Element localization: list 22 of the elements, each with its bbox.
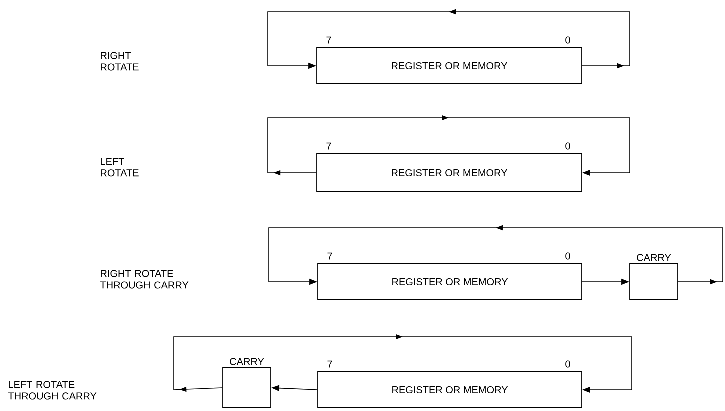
node-label: CARRY	[230, 358, 264, 366]
bit-number: 7	[326, 142, 332, 150]
bit-number: 0	[566, 360, 570, 368]
bit-number: 0	[566, 142, 570, 150]
operation-label: RIGHT ROTATE THROUGH CARRY	[100, 270, 189, 289]
operation-label: LEFT ROTATE	[101, 158, 139, 177]
carry-box: CARRY	[222, 358, 272, 408]
loop-arrow	[268, 115, 630, 176]
carry-box: CARRY	[630, 254, 678, 300]
bit-number: 7	[326, 36, 332, 44]
register-box: REGISTER OR MEMORY	[316, 48, 582, 84]
loop-arrow	[174, 334, 632, 394]
bit-number: 7	[328, 360, 332, 368]
register-box: REGISTER OR MEMORY	[318, 372, 582, 408]
register-box: REGISTER OR MEMORY	[316, 154, 582, 192]
node-label: CARRY	[637, 254, 672, 262]
operation-label: LEFT ROTATE THROUGH CARRY	[8, 381, 97, 400]
bit-number: 7	[328, 252, 332, 260]
bit-number: 0	[566, 252, 570, 260]
operation-label: RIGHT ROTATE	[101, 52, 139, 71]
register-box: REGISTER OR MEMORY	[318, 264, 582, 300]
bit-number: 0	[566, 36, 570, 44]
